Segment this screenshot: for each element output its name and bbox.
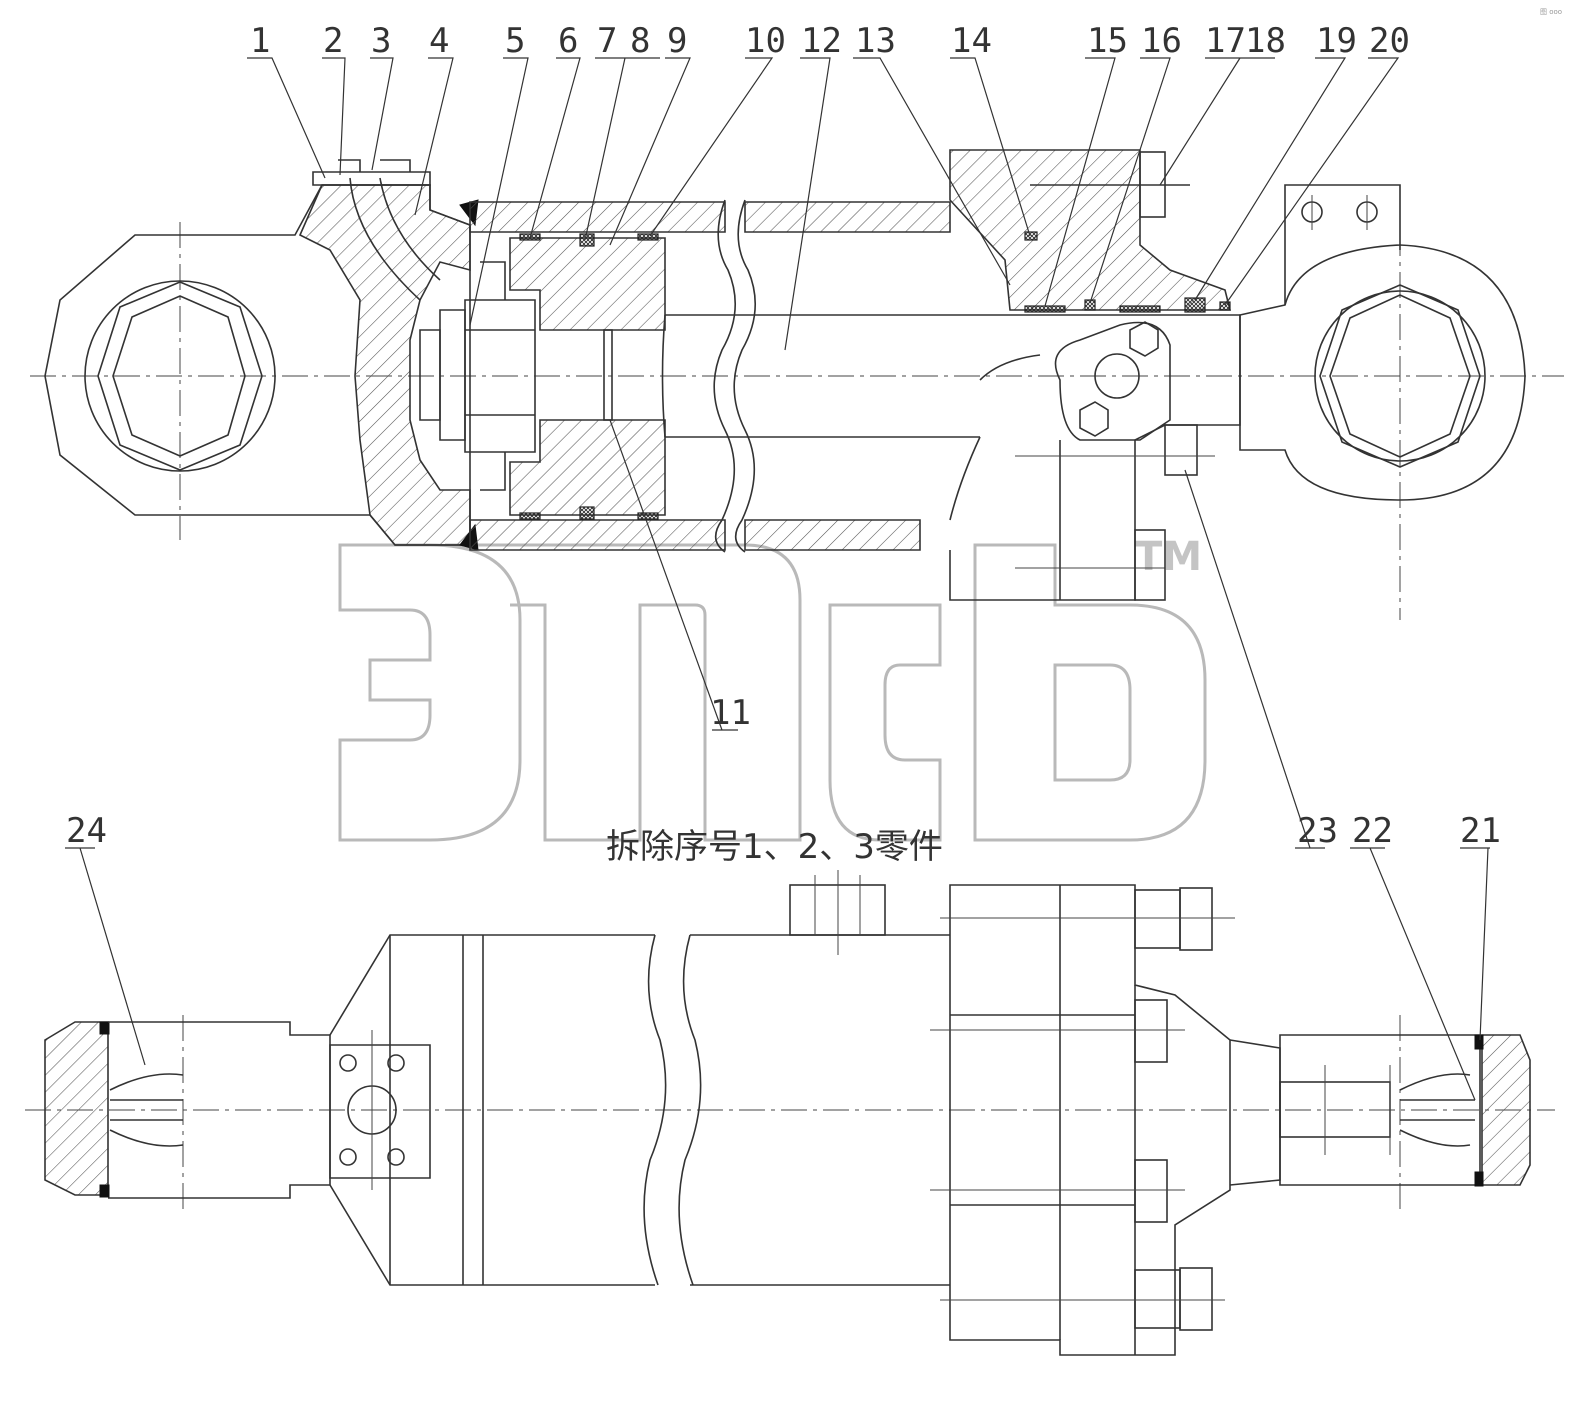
corner-stamp: 图 ooo — [1540, 8, 1562, 16]
watermark: TM — [338, 534, 1207, 842]
part-label-18: 18 — [1245, 21, 1286, 61]
part-label-20: 20 — [1369, 21, 1410, 61]
part-label-1: 1 — [250, 21, 270, 61]
part-label-5: 5 — [505, 21, 525, 61]
removal-note: 拆除序号1、2、3零件 — [606, 827, 943, 867]
part-label-11: 11 — [710, 693, 751, 733]
part-label-12: 12 — [801, 21, 842, 61]
watermark-tm: TM — [1135, 534, 1202, 580]
part-label-19: 19 — [1316, 21, 1357, 61]
part-label-9: 9 — [667, 21, 687, 61]
exterior-view — [25, 847, 1555, 1356]
part-label-17: 17 — [1205, 21, 1246, 61]
part-label-4: 4 — [429, 21, 449, 61]
section-view — [30, 57, 1564, 849]
part-label-22: 22 — [1352, 811, 1393, 851]
part-label-23: 23 — [1297, 811, 1338, 851]
part-label-15: 15 — [1087, 21, 1128, 61]
part-label-10: 10 — [745, 21, 786, 61]
part-label-8: 8 — [630, 21, 650, 61]
part-number-labels: 1 2 3 4 5 6 7 8 9 10 11 12 13 14 15 16 1… — [66, 21, 1501, 851]
part-label-2: 2 — [323, 21, 343, 61]
part-label-7: 7 — [597, 21, 617, 61]
part-label-13: 13 — [855, 21, 896, 61]
part-label-21: 21 — [1460, 811, 1501, 851]
part-label-16: 16 — [1141, 21, 1182, 61]
part-label-24: 24 — [66, 811, 107, 851]
part-label-6: 6 — [558, 21, 578, 61]
part-label-14: 14 — [951, 21, 992, 61]
part-label-3: 3 — [371, 21, 391, 61]
